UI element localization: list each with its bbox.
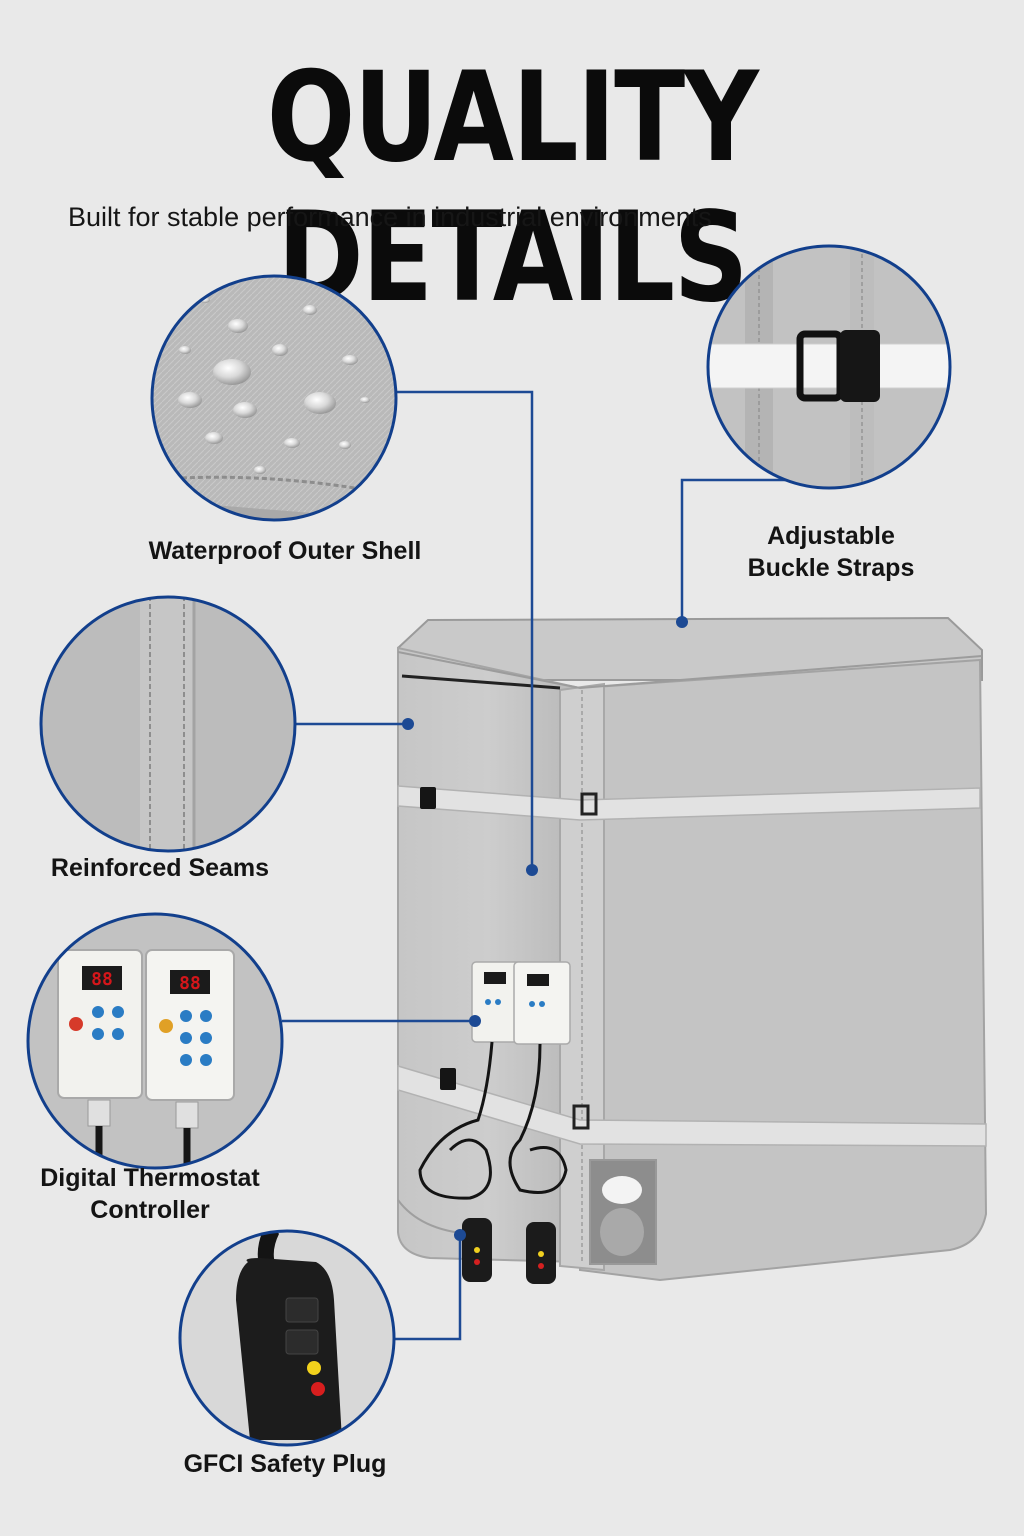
page-subtitle: Built for stable performance in industri…: [68, 202, 712, 232]
straps-label-line2: Buckle Straps: [747, 554, 915, 582]
straps-label-line1: Adjustable: [767, 522, 895, 550]
gfci-label: GFCI Safety Plug: [183, 1450, 387, 1478]
leader-lines: [282, 390, 829, 1341]
buckle-straps-callout: [706, 244, 952, 490]
gfci-plug-callout: [178, 1229, 396, 1447]
thermostat-display-right: 88: [179, 973, 201, 994]
thermostat-display-left: 88: [91, 969, 113, 990]
seams-label: Reinforced Seams: [50, 854, 270, 882]
reinforced-seams-callout: [39, 595, 297, 853]
page-title: QUALITY DETAILS: [266, 46, 759, 330]
thermostat-label-line2: Controller: [90, 1196, 210, 1224]
thermostat-label-line1: Digital Thermostat: [40, 1164, 260, 1192]
waterproof-label: Waterproof Outer Shell: [148, 537, 422, 565]
thermostat-label: Digital Thermostat Controller: [30, 1162, 270, 1226]
heater-blanket-tote: [397, 616, 988, 1284]
leader-dots: [402, 616, 688, 1241]
straps-label: Adjustable Buckle Straps: [726, 520, 936, 584]
waterproof-shell-callout: [150, 274, 398, 522]
thermostat-callout: 88 88: [26, 912, 284, 1170]
